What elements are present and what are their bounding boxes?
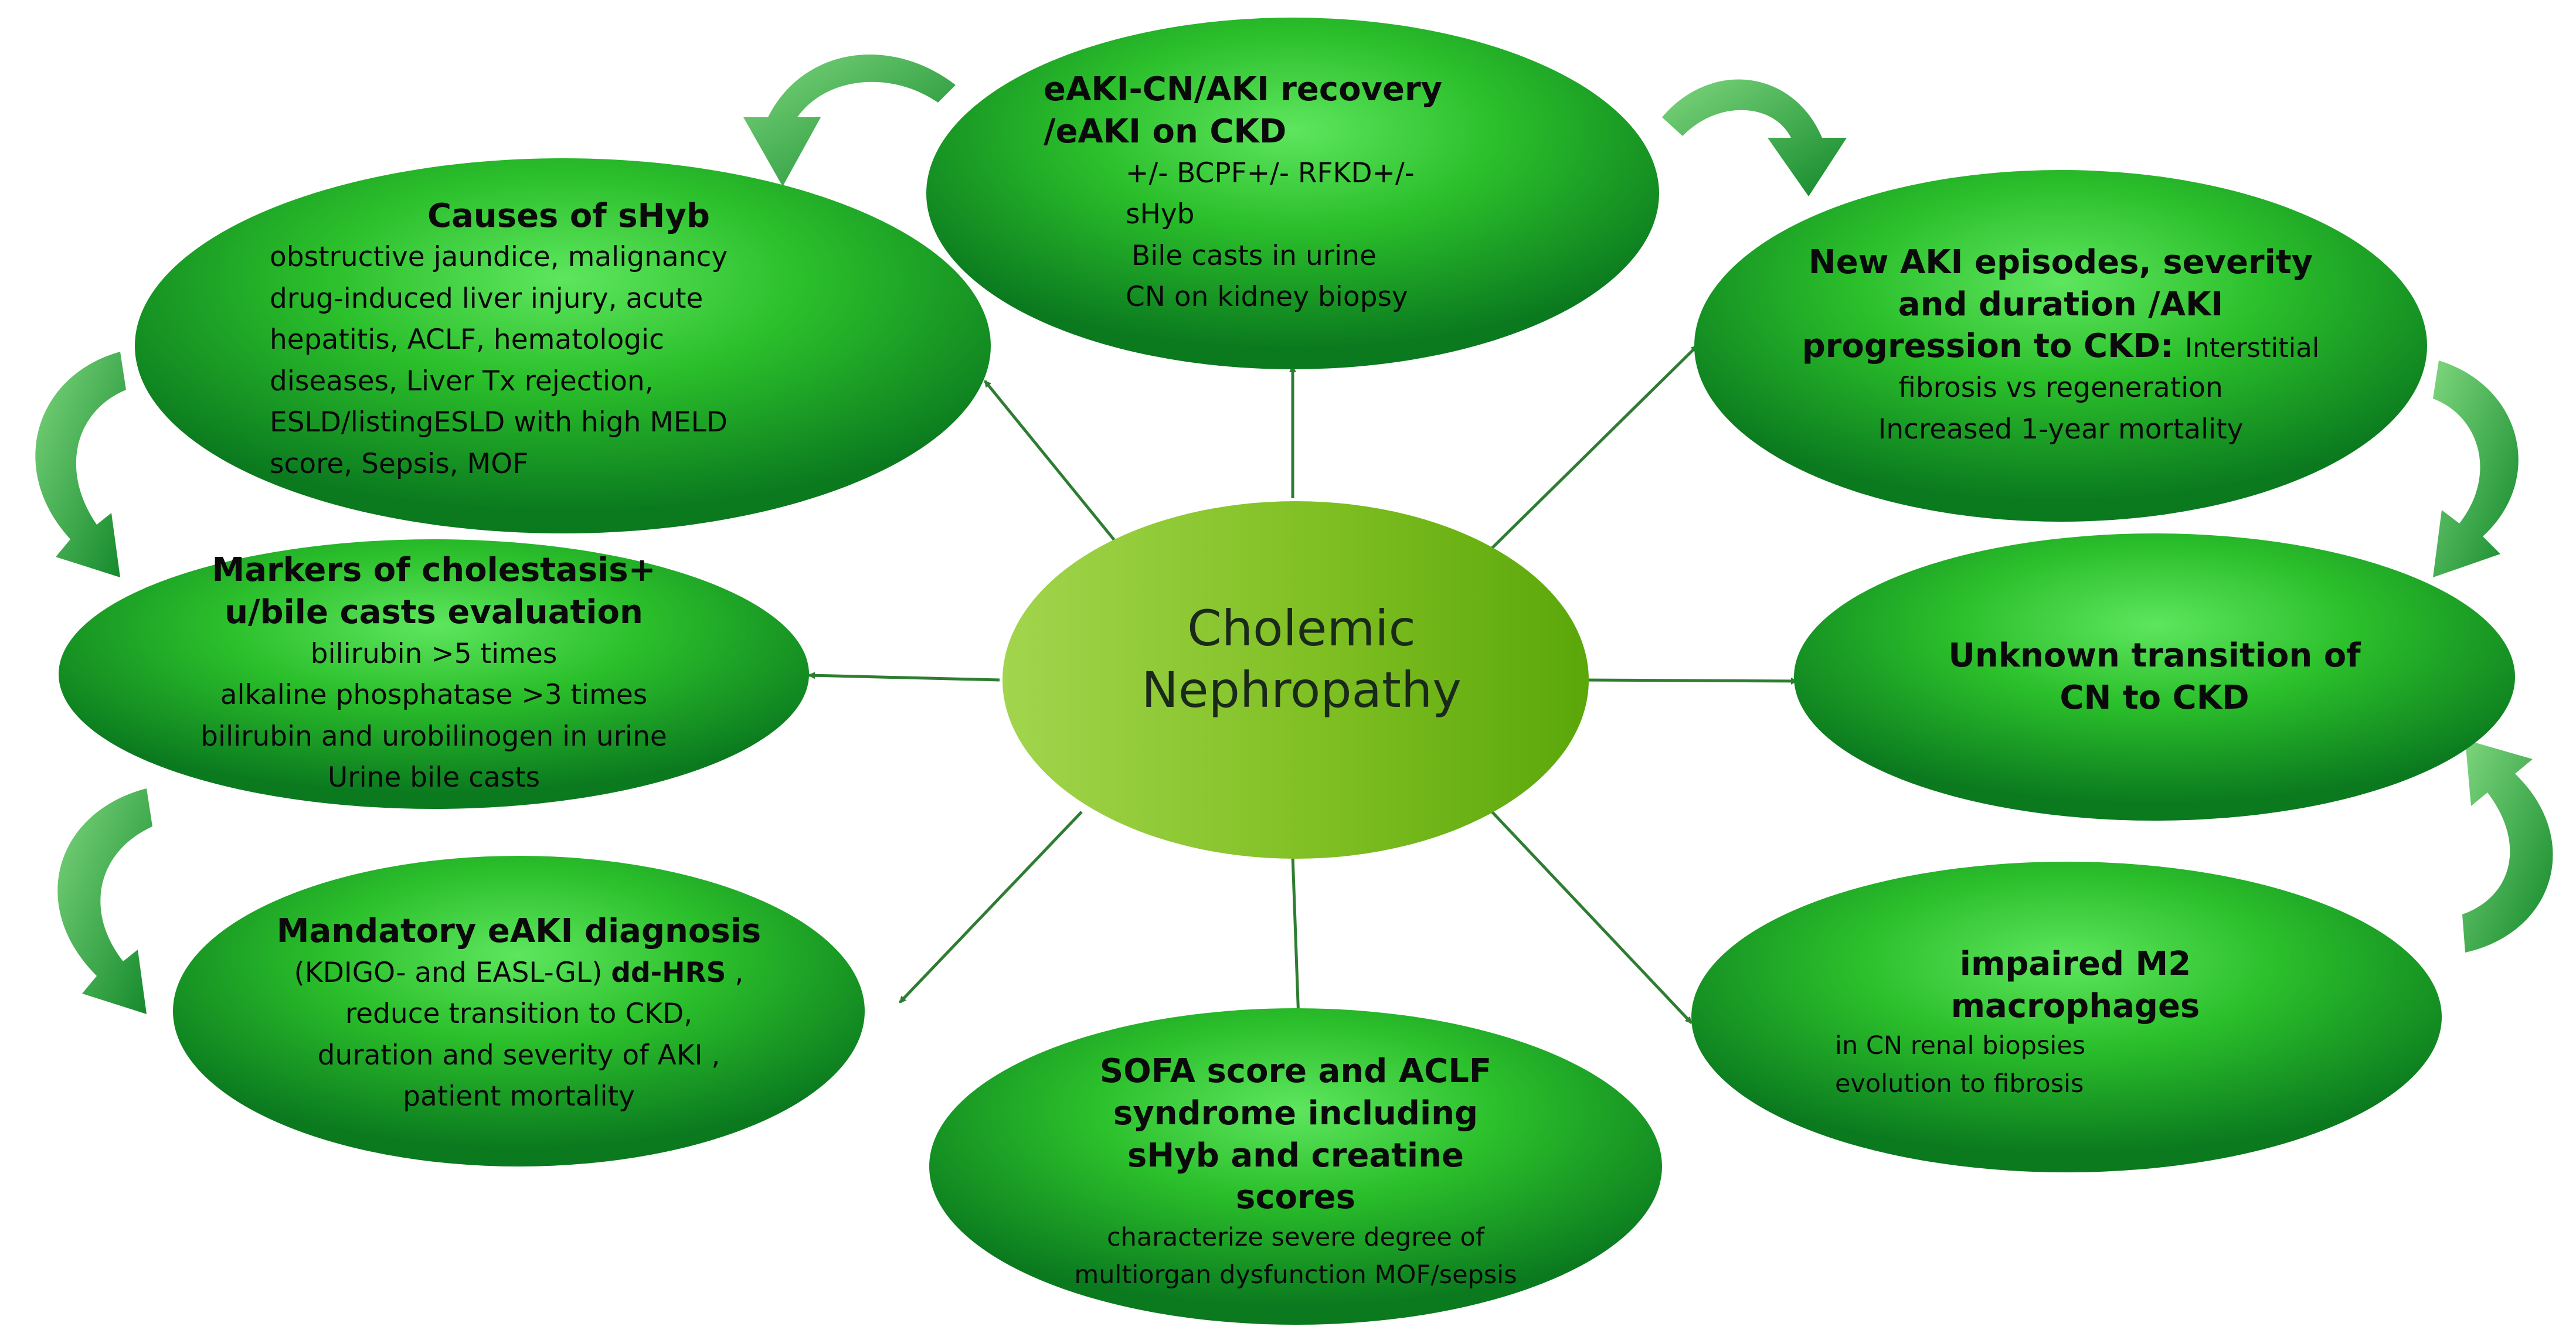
node-causes-line: hepatitis, ACLF, hematologic	[270, 324, 664, 356]
node-top-line: +/- BCPF+/- RFKD+/-	[1126, 157, 1415, 189]
node-new-aki-title: New AKI episodes, severity and duration …	[1797, 242, 2324, 368]
connector-causes	[984, 380, 1127, 555]
node-causes-title: Causes of sHyb	[427, 196, 710, 235]
node-causes: Causes of sHyb obstructive jaundice, mal…	[246, 176, 868, 504]
node-markers-line: bilirubin and urobilinogen in urine	[200, 720, 667, 753]
node-causes-line: diseases, Liver Tx rejection,	[270, 365, 654, 397]
node-sofa-title: SOFA score and ACLF syndrome including s…	[1099, 1052, 1492, 1217]
node-markers-line: alkaline phosphatase >3 times	[220, 679, 648, 712]
node-top-title: eAKI-CN/AKI recovery /eAKI on CKD	[1044, 70, 1443, 151]
connector-unknown	[1579, 677, 1798, 685]
connector-sofa	[1291, 855, 1302, 1020]
node-unknown-title: Unknown transition of CN to CKD	[1948, 637, 2361, 717]
node-new-aki-title-text: New AKI episodes, severity and duration …	[1802, 243, 2313, 366]
node-causes-line: obstructive jaundice, malignancy	[270, 241, 728, 274]
node-mandatory: Mandatory eAKI diagnosis (KDIGO- and EAS…	[246, 897, 791, 1131]
node-markers-line: Urine bile casts	[327, 761, 541, 794]
ellipse-sofa	[929, 1008, 1662, 1325]
connector-markers	[808, 672, 1000, 682]
node-top: eAKI-CN/AKI recovery /eAKI on CKD +/- BC…	[1032, 56, 1559, 331]
node-causes-line: score, Sepsis, MOF	[270, 447, 529, 480]
curved-arrows	[35, 55, 2553, 1014]
ellipse-causes	[135, 158, 991, 533]
node-markers-title: Markers of cholestasis+ u/bile casts eva…	[212, 551, 656, 631]
node-mandatory-title: Mandatory eAKI diagnosis	[276, 912, 762, 951]
curved-arrow-left-lower-icon	[57, 788, 152, 1014]
ellipse-impaired	[1691, 862, 2442, 1172]
ellipse-unknown	[1794, 533, 2515, 821]
node-mandatory-line1: (KDIGO- and EASL-GL) dd-HRS ,	[294, 953, 744, 994]
center-label-line1: Cholemic	[1187, 600, 1416, 657]
curved-arrow-left-upper-icon	[35, 352, 126, 577]
node-causes-line: drug-induced liver injury, acute	[270, 282, 704, 315]
ellipse-new-aki	[1694, 170, 2427, 522]
node-unknown: Unknown transition of CN to CKD	[1905, 615, 2404, 739]
node-sofa-line: characterize severe degree of	[1107, 1222, 1484, 1252]
node-mandatory-line: reduce transition to CKD,	[345, 998, 693, 1030]
node-impaired-title: impaired M2 macrophages	[1950, 944, 2200, 1025]
curved-arrow-right-lower-icon	[2462, 740, 2553, 953]
node-new-aki: New AKI episodes, severity and duration …	[1788, 229, 2333, 463]
node-markers: Markers of cholestasis+ u/bile casts eva…	[135, 545, 733, 803]
curved-arrow-top-left-icon	[743, 55, 956, 187]
node-sofa: SOFA score and ACLF syndrome including s…	[1032, 1052, 1559, 1290]
node-markers-line: bilirubin >5 times	[310, 637, 558, 670]
node-mandatory-line1-bold: dd-HRS	[611, 956, 726, 989]
ellipse-center	[1002, 501, 1589, 859]
connectors	[808, 345, 1798, 1024]
connector-mandatory	[899, 811, 1083, 1004]
node-impaired-line: evolution to fibrosis	[1835, 1069, 2084, 1098]
ellipse-mandatory	[173, 856, 865, 1166]
node-new-aki-line: fibrosis vs regeneration	[1898, 372, 2223, 404]
node-mandatory-line1-suffix: ,	[735, 956, 744, 989]
curved-arrow-top-right-icon	[1662, 79, 1847, 196]
node-new-aki-line: Increased 1-year mortality	[1878, 413, 2244, 445]
node-causes-line: ESLD/listingESLD with high MELD	[270, 406, 728, 439]
node-impaired: impaired M2 macrophages in CN renal biop…	[1835, 945, 2304, 1098]
connector-impaired	[1491, 811, 1693, 1024]
node-top-line: Bile casts in urine	[1131, 239, 1377, 272]
curved-arrow-right-upper-icon	[2433, 360, 2519, 577]
center-label: Cholemic Nephropathy	[1008, 598, 1595, 721]
ellipse-markers	[59, 539, 809, 809]
ellipses	[59, 18, 2515, 1325]
node-mandatory-line1-prefix: (KDIGO- and EASL-GL)	[294, 956, 603, 989]
node-mandatory-line: patient mortality	[403, 1080, 635, 1113]
node-sofa-line: multiorgan dysfunction MOF/sepsis	[1074, 1260, 1517, 1290]
node-top-line: sHyb	[1126, 198, 1195, 231]
node-impaired-line: in CN renal biopsies	[1835, 1031, 2086, 1061]
node-top-line: CN on kidney biopsy	[1126, 281, 1408, 314]
node-new-aki-title-suffix: Interstitial	[2184, 332, 2320, 364]
node-mandatory-line: duration and severity of AKI ,	[317, 1039, 721, 1072]
center-label-line2: Nephropathy	[1141, 661, 1462, 719]
ellipse-top	[926, 18, 1659, 369]
connector-new-aki	[1491, 345, 1698, 549]
